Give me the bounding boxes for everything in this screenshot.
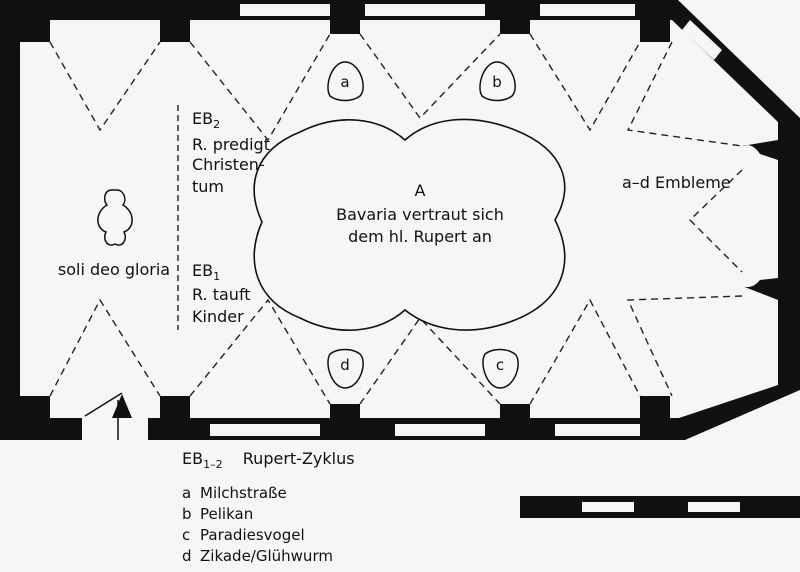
medallion-d-label: d: [340, 356, 350, 374]
legend-title-text: Rupert-Zyklus: [242, 449, 355, 468]
vault-lines: [49, 33, 743, 405]
pilasters-top: [20, 20, 670, 42]
legend-item: d Zikade/Glühwurm: [182, 546, 355, 567]
medallion-b-label: b: [492, 73, 502, 91]
central-fresco-letter: A: [415, 181, 426, 200]
door-line-1: [84, 392, 123, 417]
window-top-1: [240, 4, 330, 16]
legend: EB1–2 Rupert-Zyklus a Milchstraße b Peli…: [182, 448, 355, 567]
apse-label: a–d Embleme: [622, 173, 731, 192]
legend-item-key: c: [182, 526, 191, 545]
central-fresco-line-1: Bavaria vertraut sich: [336, 205, 504, 224]
eb2-title: EB2: [192, 109, 220, 131]
eb1-title: EB1: [192, 261, 220, 283]
pilasters-apse: [742, 140, 778, 300]
legend-title: EB1–2 Rupert-Zyklus: [182, 448, 355, 475]
left-cartouche: [97, 189, 133, 246]
interior-floor: [20, 20, 778, 418]
legend-item: a Milchstraße: [182, 483, 355, 504]
medallion-a-shape: [327, 61, 364, 102]
central-fresco-frame: [253, 118, 566, 331]
medallion-d-shape: [327, 348, 364, 389]
medallion-a-label: a: [340, 73, 349, 91]
legend-title-sub: 1–2: [203, 458, 223, 472]
legend-item-text: Milchstraße: [200, 484, 287, 503]
legend-item-text: Paradiesvogel: [200, 526, 305, 545]
legend-item: b Pelikan: [182, 504, 355, 525]
window-top-2: [365, 4, 485, 16]
eb1-line-1: R. tauft: [192, 285, 251, 304]
pilasters-bottom: [20, 396, 670, 418]
medallion-c-label: c: [496, 356, 504, 374]
central-fresco-line-2: dem hl. Rupert an: [348, 227, 492, 246]
medallion-c-shape: [482, 348, 519, 389]
window-bottom-1: [210, 424, 320, 436]
left-field-label: soli deo gloria: [58, 260, 170, 279]
legend-title-main: EB: [182, 449, 204, 468]
legend-item-text: Zikade/Glühwurm: [200, 547, 333, 566]
window-top-3: [540, 4, 635, 16]
window-bottom-3: [555, 424, 640, 436]
eb2-line-1: R. predigt: [192, 135, 270, 154]
medallion-b-shape: [479, 61, 516, 102]
eb2-line-3: tum: [192, 177, 224, 196]
legend-item-key: a: [182, 484, 192, 503]
eb2-line-2: Christen-: [192, 155, 265, 174]
scale-bar: [520, 496, 800, 518]
legend-item-key: d: [182, 547, 192, 566]
legend-item-key: b: [182, 505, 192, 524]
legend-item-text: Pelikan: [200, 505, 254, 524]
door-opening: [82, 416, 148, 442]
window-bottom-2: [395, 424, 485, 436]
eb1-line-2: Kinder: [192, 307, 244, 326]
door-pier: [112, 394, 132, 418]
legend-item: c Paradiesvogel: [182, 525, 355, 546]
